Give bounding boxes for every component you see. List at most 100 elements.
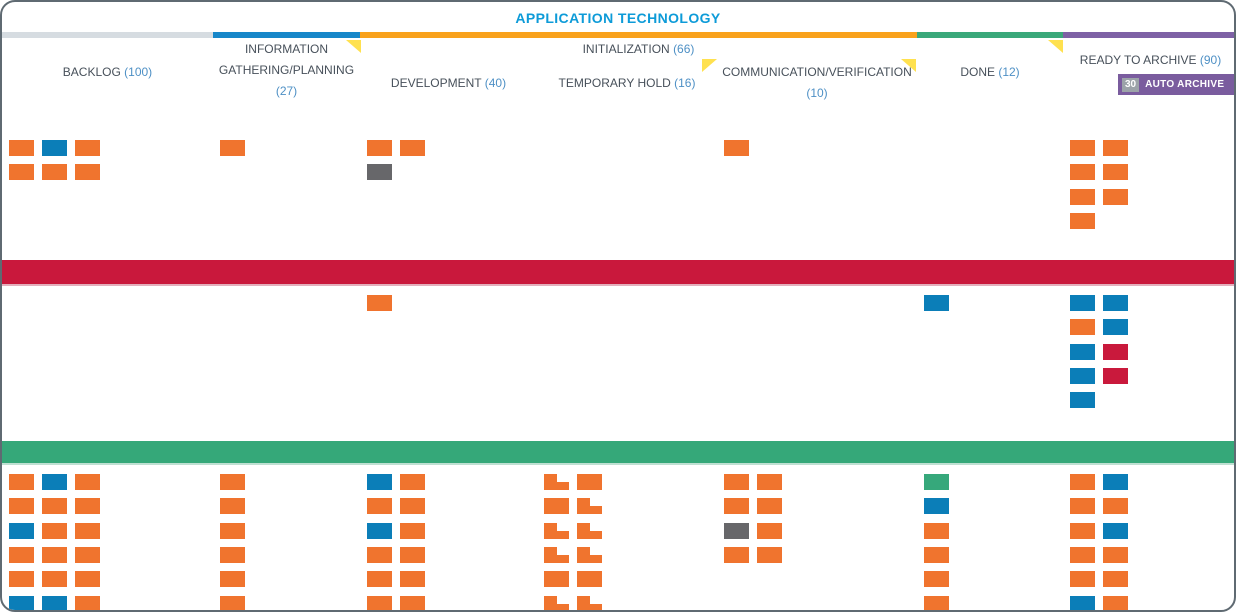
card[interactable] [724, 546, 749, 563]
card[interactable] [9, 595, 34, 610]
card[interactable] [1070, 295, 1095, 311]
card[interactable] [220, 140, 245, 156]
card[interactable] [1103, 140, 1128, 156]
card[interactable] [1070, 140, 1095, 156]
wip-warning-icon[interactable] [901, 59, 916, 72]
card[interactable] [1070, 474, 1095, 490]
card[interactable] [220, 474, 245, 490]
card[interactable] [1103, 474, 1128, 490]
column-header-temporary-hold[interactable]: TEMPORARY HOLD (16) [539, 73, 715, 94]
card[interactable] [544, 571, 569, 588]
card[interactable] [544, 474, 569, 490]
card[interactable] [42, 522, 67, 539]
card[interactable] [367, 546, 392, 563]
card[interactable] [400, 546, 425, 563]
card[interactable] [367, 295, 392, 311]
card[interactable] [577, 522, 602, 539]
card[interactable] [924, 571, 949, 588]
card[interactable] [367, 595, 392, 610]
card[interactable] [757, 522, 782, 539]
card[interactable] [1070, 188, 1095, 205]
card[interactable] [924, 474, 949, 490]
wip-warning-icon[interactable] [1048, 40, 1063, 53]
card[interactable] [9, 498, 34, 515]
column-header-done[interactable]: DONE (12) [920, 62, 1060, 83]
card[interactable] [9, 140, 34, 156]
card[interactable] [220, 571, 245, 588]
card[interactable] [367, 522, 392, 539]
card[interactable] [75, 571, 100, 588]
card[interactable] [1070, 546, 1095, 563]
card[interactable] [924, 595, 949, 610]
card[interactable] [400, 498, 425, 515]
card[interactable] [42, 164, 67, 181]
card[interactable] [220, 546, 245, 563]
card[interactable] [367, 164, 392, 181]
card[interactable] [42, 595, 67, 610]
card[interactable] [42, 140, 67, 156]
card[interactable] [400, 571, 425, 588]
collapsed-swimlane-red[interactable] [2, 260, 1234, 286]
card[interactable] [1103, 164, 1128, 181]
card[interactable] [75, 595, 100, 610]
card[interactable] [1103, 188, 1128, 205]
card[interactable] [1103, 595, 1128, 610]
card[interactable] [724, 140, 749, 156]
card[interactable] [75, 546, 100, 563]
card[interactable] [1070, 367, 1095, 384]
card[interactable] [1070, 522, 1095, 539]
card[interactable] [42, 474, 67, 490]
wip-warning-icon[interactable] [702, 59, 717, 72]
card[interactable] [724, 474, 749, 490]
card[interactable] [220, 595, 245, 610]
card[interactable] [577, 571, 602, 588]
card[interactable] [1070, 571, 1095, 588]
card[interactable] [1103, 343, 1128, 360]
card[interactable] [367, 571, 392, 588]
column-header-information-gathering-planning[interactable]: INFORMATION GATHERING/PLANNING (27) [214, 39, 360, 102]
card[interactable] [400, 474, 425, 490]
column-header-communication-verification[interactable]: COMMUNICATION/VERIFICATION (10) [719, 62, 915, 104]
card[interactable] [42, 546, 67, 563]
card[interactable] [544, 498, 569, 515]
card[interactable] [1103, 367, 1128, 384]
card[interactable] [577, 498, 602, 515]
card[interactable] [75, 164, 100, 181]
card[interactable] [544, 522, 569, 539]
card[interactable] [367, 140, 392, 156]
card[interactable] [1070, 164, 1095, 181]
card[interactable] [42, 571, 67, 588]
card[interactable] [1070, 498, 1095, 515]
card[interactable] [577, 595, 602, 610]
card[interactable] [400, 140, 425, 156]
wip-warning-icon[interactable] [346, 40, 361, 53]
collapsed-swimlane-green[interactable] [2, 441, 1234, 465]
card[interactable] [1103, 522, 1128, 539]
card[interactable] [42, 498, 67, 515]
column-header-development[interactable]: DEVELOPMENT (40) [364, 73, 534, 94]
card[interactable] [1070, 595, 1095, 610]
card[interactable] [400, 522, 425, 539]
card[interactable] [924, 295, 949, 311]
card[interactable] [75, 140, 100, 156]
auto-archive-badge[interactable]: 30 AUTO ARCHIVE [1118, 74, 1234, 95]
card[interactable] [924, 498, 949, 515]
card[interactable] [757, 546, 782, 563]
card[interactable] [75, 522, 100, 539]
column-header-backlog[interactable]: BACKLOG (100) [23, 62, 193, 83]
card[interactable] [544, 595, 569, 610]
card[interactable] [400, 595, 425, 610]
card[interactable] [1103, 571, 1128, 588]
card[interactable] [1070, 392, 1095, 409]
card[interactable] [1103, 498, 1128, 515]
card[interactable] [367, 474, 392, 490]
card[interactable] [75, 474, 100, 490]
card[interactable] [924, 546, 949, 563]
column-header-ready-to-archive[interactable]: READY TO ARCHIVE (90) [1064, 50, 1235, 71]
card[interactable] [220, 522, 245, 539]
card[interactable] [1103, 295, 1128, 311]
card[interactable] [9, 474, 34, 490]
card[interactable] [577, 474, 602, 490]
card[interactable] [544, 546, 569, 563]
card[interactable] [724, 522, 749, 539]
